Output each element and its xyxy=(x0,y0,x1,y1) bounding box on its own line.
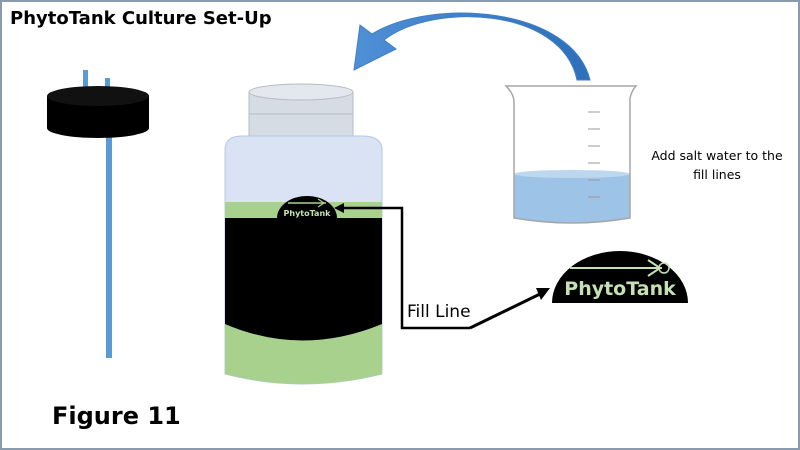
jar xyxy=(224,83,383,385)
logo-pointer xyxy=(469,292,541,330)
tube-stub-right xyxy=(105,78,110,94)
jar-logo-text: PhytoTank xyxy=(284,209,332,218)
figure-label: Figure 11 xyxy=(52,402,181,430)
black-sleeve xyxy=(225,218,382,341)
magnified-logo-text: PhytoTank xyxy=(564,278,676,300)
page-title: PhytoTank Culture Set-Up xyxy=(10,8,272,29)
curved-arrow xyxy=(353,12,591,81)
magnified-logo xyxy=(552,251,688,303)
cap xyxy=(47,96,149,138)
cap-assembly xyxy=(47,70,149,358)
instruction-text: Add salt water to the fill lines xyxy=(651,148,783,182)
pointer-line xyxy=(340,206,470,330)
beaker-glass xyxy=(504,85,638,224)
beaker-graduations xyxy=(588,111,600,198)
cap-top xyxy=(47,86,149,106)
beaker xyxy=(504,85,638,224)
beaker-water xyxy=(514,174,630,223)
fill-line-label: Fill Line xyxy=(407,302,471,322)
tube-stub-left xyxy=(83,70,88,92)
tube xyxy=(106,132,112,358)
